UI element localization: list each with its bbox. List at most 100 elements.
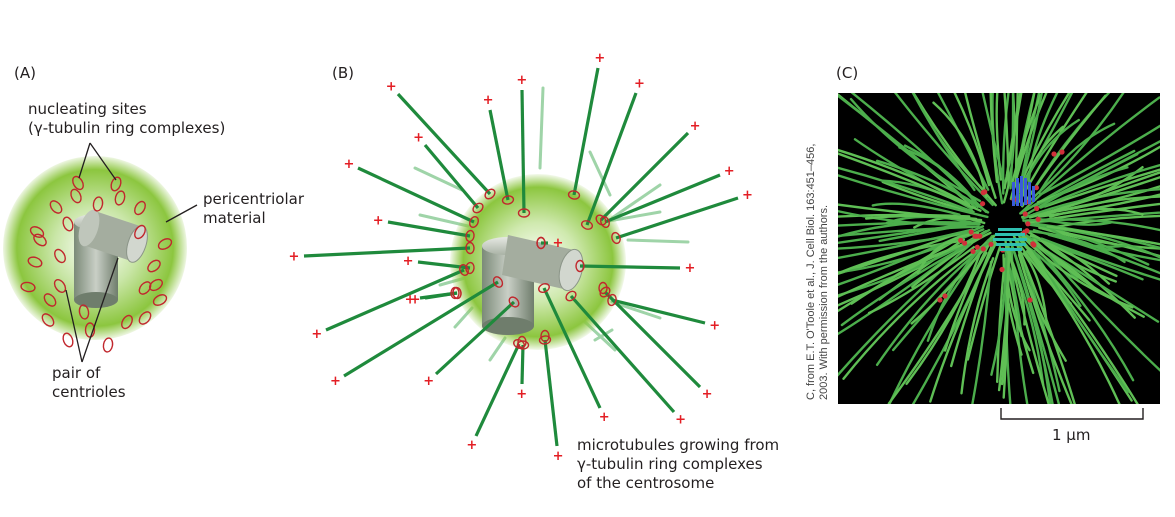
light-microtubule <box>538 86 545 170</box>
em-microtubule <box>1038 122 1116 195</box>
plus-end: + <box>516 73 527 88</box>
plus-end: + <box>343 157 354 172</box>
em-microtubule <box>838 225 980 238</box>
em-microtubule <box>1019 149 1136 215</box>
microtubule <box>396 92 492 196</box>
nucleating-site-ring <box>62 332 74 348</box>
em-microtubule <box>916 231 980 275</box>
em-microtubule <box>911 231 992 289</box>
em-microtubule <box>1015 256 1061 404</box>
ring-complex <box>607 293 617 307</box>
nucleating-site-ring <box>33 233 47 247</box>
em-microtubule <box>911 93 976 192</box>
em-minus-end <box>980 246 986 252</box>
em-microtubule <box>950 237 996 368</box>
nucleating-site-ring <box>121 314 133 330</box>
microtubule <box>572 67 600 196</box>
nucleating-site-ring <box>20 281 36 293</box>
em-microtubule <box>990 250 1008 376</box>
ring-complex <box>540 329 550 343</box>
em-microtubule <box>867 246 976 315</box>
plus-end: + <box>405 292 416 307</box>
ring-complex <box>517 208 531 218</box>
em-microtubule <box>849 97 982 203</box>
em-microtubule <box>1017 253 1073 404</box>
em-microtubule <box>981 93 1006 183</box>
em-microtubule <box>1039 124 1160 196</box>
em-minus-end <box>1035 216 1041 222</box>
em-minus-ends <box>937 149 1065 303</box>
centrioles-line2: centrioles <box>52 383 126 401</box>
em-centriole-cyan <box>993 228 1027 251</box>
nucleating-site-ring <box>41 313 55 327</box>
em-microtubule <box>1026 230 1118 278</box>
microtubule <box>357 166 475 224</box>
em-microtubule <box>1039 163 1160 209</box>
em-minus-end <box>982 189 988 195</box>
nucleating-site-ring <box>114 190 126 206</box>
microtubule <box>520 344 525 385</box>
em-microtubule <box>898 146 977 203</box>
ring-complex <box>516 340 530 350</box>
ring-complex <box>599 286 611 298</box>
pericentriolar-line1: pericentriolar <box>203 190 304 208</box>
em-microtubule <box>1022 229 1126 264</box>
plus-end: + <box>634 77 645 92</box>
em-microtubule <box>989 93 999 184</box>
em-microtubule <box>1040 240 1117 283</box>
plus-end: + <box>413 130 424 145</box>
plus-end: + <box>675 412 686 427</box>
em-microtubule <box>910 234 996 325</box>
light-microtubule <box>610 300 662 320</box>
ring-complex <box>538 282 550 294</box>
em-microtubule <box>1012 234 1076 404</box>
plus-end: + <box>594 51 605 66</box>
plus-end: + <box>690 119 701 134</box>
plus-end: + <box>516 387 527 402</box>
em-minus-end <box>1033 185 1039 191</box>
em-microtubules <box>838 93 1160 404</box>
ring-complex <box>538 335 552 345</box>
scale-bar-label: 1 μm <box>1052 426 1091 444</box>
ring-complex <box>575 259 585 273</box>
em-minus-end <box>968 229 974 235</box>
em-microtubule <box>1035 217 1112 226</box>
plus-end: + <box>483 93 494 108</box>
nucleating-site-ring <box>157 238 173 250</box>
light-microtubule <box>626 238 690 244</box>
em-microtubule <box>1046 225 1160 246</box>
light-microtubule <box>588 150 612 197</box>
nucleating-site-ring <box>70 188 82 204</box>
em-microtubule <box>1009 93 1048 201</box>
em-microtubule <box>1003 93 1010 186</box>
em-minus-end <box>977 233 983 239</box>
em-minus-end <box>962 240 968 246</box>
em-microtubule <box>1017 237 1091 322</box>
microtubule <box>604 173 721 224</box>
growing-microtubules <box>303 67 739 447</box>
em-minus-end <box>974 244 980 250</box>
ring-complex <box>517 335 527 349</box>
pericentriolar-label: pericentriolar material <box>203 190 304 228</box>
pointer-nucleating-2 <box>89 142 117 181</box>
microtubule <box>615 196 739 240</box>
em-microtubule <box>838 166 975 214</box>
em-microtubule <box>943 239 992 352</box>
em-microtubule <box>1001 93 1010 195</box>
em-microtubule <box>838 148 970 206</box>
nucleating-site-ring <box>152 294 168 306</box>
plus-end: + <box>599 410 610 425</box>
em-microtubule <box>1018 93 1071 188</box>
ring-complex <box>580 220 594 230</box>
credit-line2: 2003. With permission from the authors. <box>818 204 830 400</box>
panel-c-letter: (C) <box>836 64 859 82</box>
em-minus-end <box>958 237 964 243</box>
light-microtubule <box>610 183 662 220</box>
em-minus-end <box>999 266 1005 273</box>
plus-end: + <box>553 449 564 464</box>
em-microtubule <box>1022 252 1049 328</box>
microtubules-label: microtubules growing from γ-tubulin ring… <box>577 436 779 493</box>
ring-complexes <box>450 188 621 350</box>
